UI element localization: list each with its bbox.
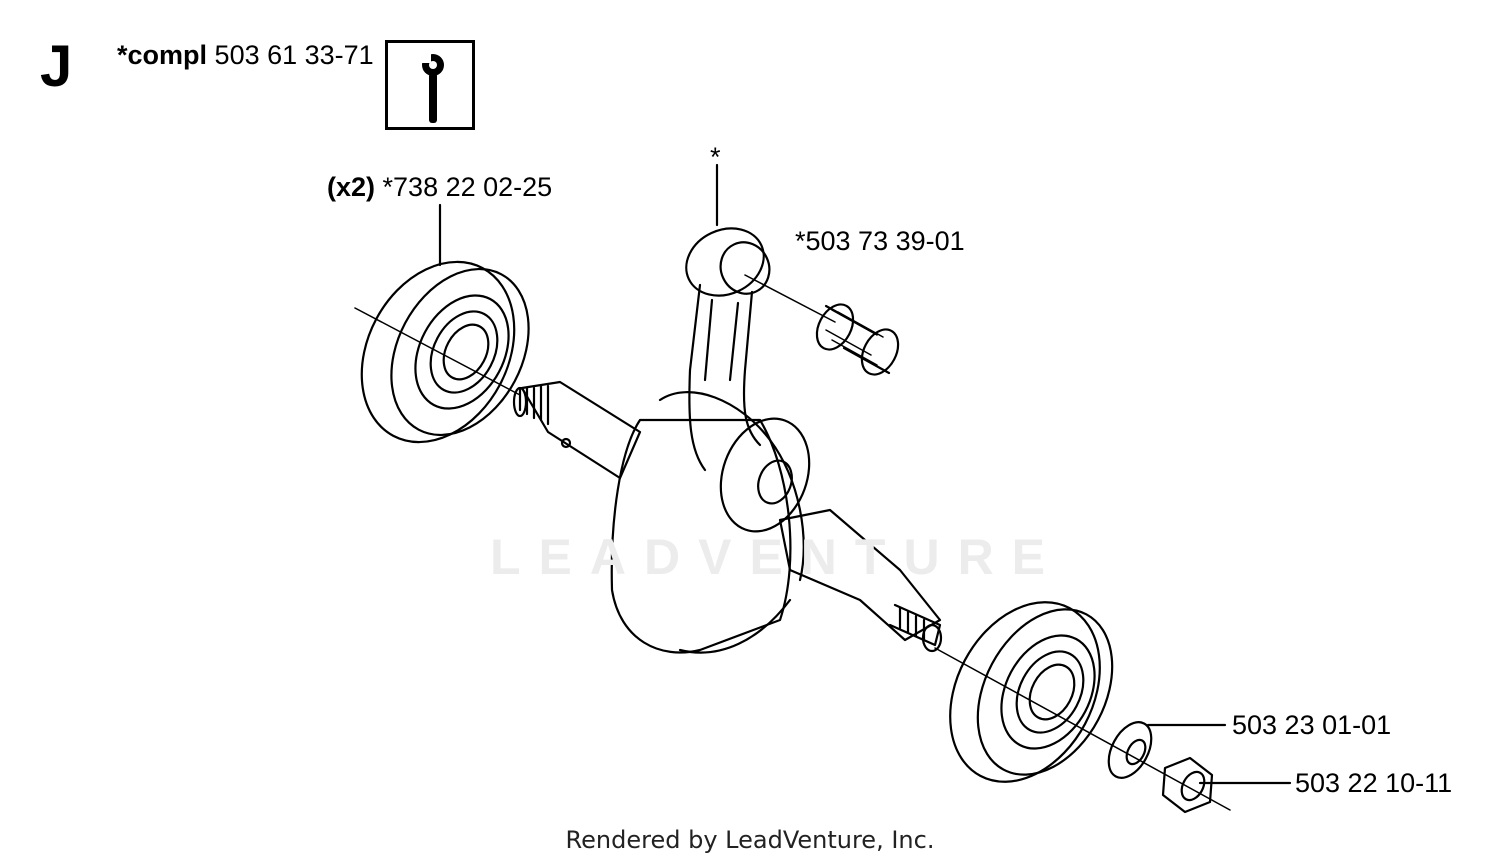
- connecting-rod: [685, 227, 811, 533]
- watermark: LEADVENTURE: [490, 529, 1064, 585]
- washer-part-number: 503 23 01-01: [1232, 710, 1392, 740]
- bearing-qty: (x2): [327, 172, 376, 202]
- needle-bearing-part-number: *503 73 39-01: [795, 226, 965, 256]
- conrod-marker: *: [710, 142, 721, 172]
- bearing-part-number: *738 22 02-25: [382, 172, 553, 202]
- axis-line-pin: [744, 274, 836, 323]
- nut-part-number: 503 22 10-11: [1295, 768, 1453, 798]
- section-letter: J: [40, 34, 73, 99]
- crank-web: [610, 391, 805, 654]
- right-main-bearing: [949, 601, 1114, 783]
- assembly-prefix: *compl: [117, 40, 208, 70]
- assembly-label: *compl 503 61 33-71: [117, 42, 374, 69]
- crankshaft-right-shaft: [778, 508, 943, 653]
- footer-credit: Rendered by LeadVenture, Inc.: [565, 826, 935, 854]
- left-main-bearing: [360, 260, 530, 444]
- assembly-part-number: 503 61 33-71: [214, 40, 374, 70]
- crankshaft-left-stub: [512, 380, 642, 480]
- washer: [1107, 721, 1153, 779]
- hex-nut: [1161, 756, 1214, 814]
- wrench-info-icon: [385, 40, 475, 130]
- bearing-label: (x2) *738 22 02-25: [327, 174, 552, 201]
- needle-roller-bearing: [815, 303, 900, 376]
